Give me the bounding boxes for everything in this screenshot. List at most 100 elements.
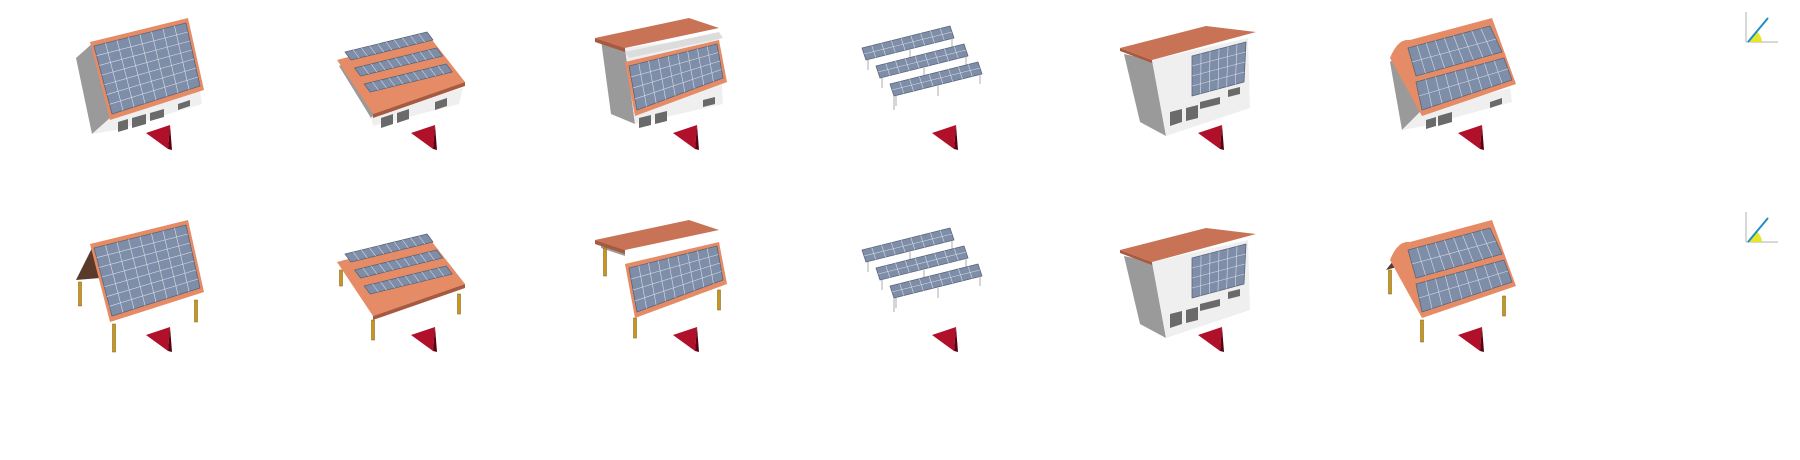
- panel-grid-line: [632, 262, 721, 291]
- panel-grid-line: [101, 251, 193, 278]
- window: [655, 111, 667, 124]
- window: [1228, 289, 1240, 299]
- tilt-line: [1747, 17, 1769, 43]
- tilt-angle-icon: [1745, 212, 1778, 243]
- north-arrow-face: [932, 125, 956, 149]
- support-post: [633, 317, 637, 339]
- panel-grid-line: [1191, 263, 1246, 279]
- roof-edge: [595, 240, 625, 254]
- pv-facade-array: [1191, 41, 1247, 97]
- north-arrow-side: [954, 125, 958, 150]
- pv-panel-surface: [93, 22, 201, 115]
- pv-panel-surface: [93, 224, 201, 317]
- panel-grid-line: [410, 35, 417, 45]
- window: [1438, 112, 1452, 126]
- panel-grid-line: [151, 233, 168, 299]
- panel-grid-line: [393, 39, 401, 49]
- north-arrow-icon: [673, 125, 699, 150]
- panel-grid-line: [174, 227, 190, 292]
- north-arrow-face: [1198, 125, 1222, 149]
- north-arrow-side: [954, 327, 958, 352]
- north-arrow-icon: [146, 327, 172, 352]
- shed-roof-house: [595, 18, 727, 150]
- pv-panel-row: [354, 47, 444, 77]
- support-post: [1420, 319, 1424, 343]
- facade-mounted-house-2: [1120, 228, 1256, 352]
- panel-grid-line: [162, 28, 179, 94]
- north-arrow-icon: [932, 125, 958, 150]
- panel-grid-line: [1191, 253, 1246, 269]
- panel-grid-line: [369, 247, 376, 257]
- panel-grid-line: [395, 259, 402, 269]
- panel-grid-line: [863, 31, 953, 55]
- panel-grid-line: [863, 233, 953, 257]
- panel-grid-line: [372, 283, 379, 293]
- panel-grid-line: [377, 245, 385, 255]
- north-arrow-face: [146, 327, 170, 351]
- panel-grid-line: [395, 57, 402, 67]
- panel-grid-line: [388, 279, 396, 289]
- north-arrow-side: [1220, 327, 1224, 352]
- panel-grid-line: [116, 40, 135, 108]
- panel-grid-line: [105, 245, 124, 313]
- pv-ground-row: [875, 43, 969, 79]
- panel-grid-line: [428, 251, 435, 261]
- panel-grid-line: [352, 251, 360, 261]
- window: [1186, 307, 1198, 323]
- window: [150, 109, 164, 121]
- panel-grid-line: [378, 61, 386, 71]
- north-arrow-icon: [1198, 125, 1224, 150]
- panel-grid-line: [630, 52, 719, 78]
- panel-grid-line: [109, 76, 199, 105]
- window: [1186, 105, 1198, 121]
- panel-grid-line: [362, 267, 370, 277]
- pv-ground-row: [875, 245, 969, 281]
- support-post: [194, 299, 198, 323]
- roof-edge: [1120, 250, 1152, 265]
- north-arrow-face: [1198, 327, 1222, 351]
- panel-grid-line: [104, 58, 195, 86]
- panel-grid-line: [402, 239, 409, 249]
- roof-edge: [373, 284, 465, 320]
- north-arrow-icon: [411, 327, 437, 352]
- north-arrow-face: [411, 327, 435, 351]
- panel-grid-line: [1411, 240, 1497, 265]
- north-arrow-icon: [932, 327, 958, 352]
- window: [1228, 87, 1240, 97]
- side-wall: [1124, 256, 1166, 338]
- tilt-angle-icon: [1745, 12, 1778, 43]
- panel-grid-line: [411, 255, 419, 265]
- north-arrow-icon: [146, 125, 172, 150]
- panel-grid-line: [411, 53, 419, 63]
- panel-grid-line: [1191, 273, 1245, 289]
- panel-grid-line: [116, 242, 135, 310]
- pv-ground-row: [889, 263, 983, 299]
- north-arrow-face: [1458, 125, 1482, 149]
- panel-grid-line: [385, 243, 393, 253]
- panel-grid-line: [419, 51, 427, 61]
- panel-grid-line: [403, 55, 411, 65]
- panel-grid-line: [428, 49, 435, 59]
- support-post: [603, 247, 607, 277]
- panel-grid-line: [101, 49, 193, 76]
- ground-mount-rows: [861, 25, 983, 150]
- panel-grid-line: [877, 49, 967, 73]
- curved-roof-carport: [1386, 220, 1516, 352]
- panel-grid-line: [418, 33, 426, 43]
- support-post: [78, 281, 82, 307]
- window: [118, 119, 128, 132]
- support-post: [112, 323, 116, 353]
- side-wall: [76, 42, 110, 134]
- pv-panel-array: [628, 245, 724, 313]
- panel-grid-line: [362, 65, 370, 75]
- side-wall: [339, 64, 375, 118]
- panel-grid-line: [632, 60, 721, 89]
- roof-top: [1120, 26, 1256, 60]
- window: [381, 114, 393, 128]
- panel-grid-line: [404, 73, 412, 83]
- panel-grid-line: [1191, 71, 1245, 87]
- carport-row: [76, 220, 1516, 353]
- panel-grid-line: [380, 281, 387, 291]
- north-arrow-face: [673, 327, 697, 351]
- side-wall: [601, 40, 635, 124]
